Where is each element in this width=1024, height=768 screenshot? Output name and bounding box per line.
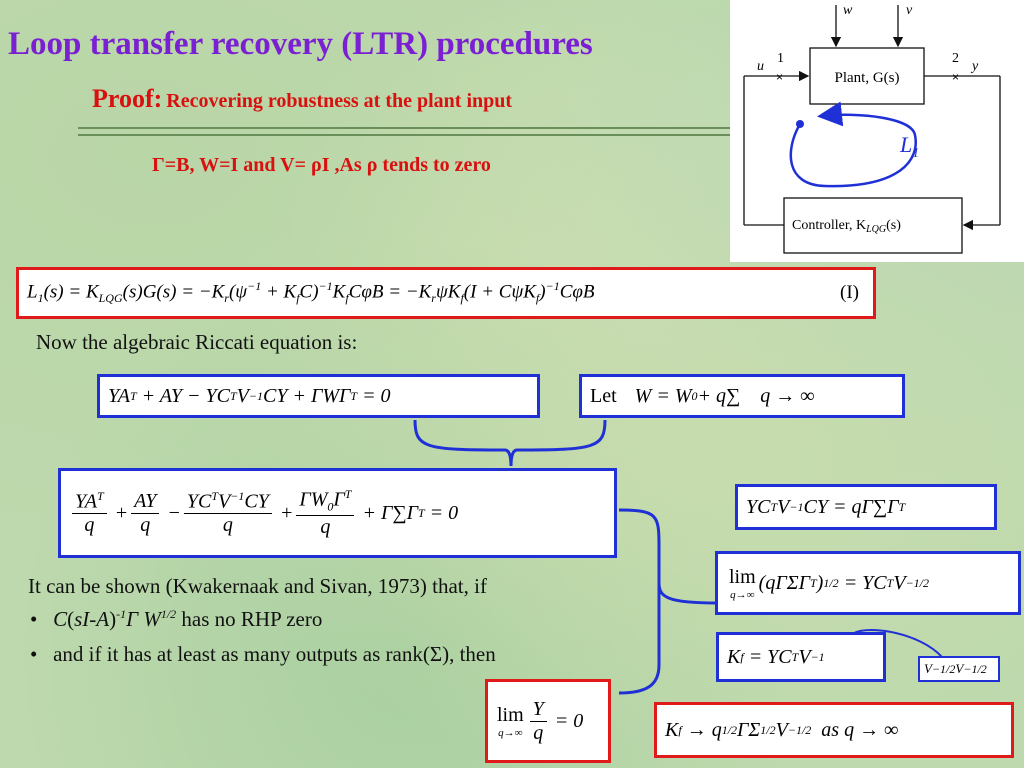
slide-title: Loop transfer recovery (LTR) procedures: [8, 26, 593, 62]
brace-connector: [413, 419, 607, 467]
input-v-label: v: [906, 3, 913, 18]
riccati-intro: Now the algebraic Riccati equation is:: [36, 330, 358, 354]
block-diagram-svg: Plant, G(s) w v u 1 × 2 × y Controller, …: [743, 3, 1001, 254]
input-w-label: w: [843, 3, 853, 18]
bullet-2: • and if it has at least as many outputs…: [30, 642, 496, 666]
plant-box: [809, 47, 925, 105]
shown-intro: It can be shown (Kwakernaak and Sivan, 1…: [28, 574, 487, 598]
point-1-label: 1: [777, 51, 784, 66]
loop-l1-label: L1: [899, 132, 919, 161]
bullet-2-text: and if it has at least as many outputs a…: [53, 642, 496, 666]
bullet-1: • C(sI-A)-1Γ W1/2 has no RHP zero: [30, 607, 323, 631]
subtitle-label: Proof:: [92, 84, 163, 113]
signal-y-label: y: [970, 59, 979, 74]
svg-text:×: ×: [952, 70, 959, 84]
loop-l1-dot: [796, 120, 804, 128]
point-2-label: 2: [952, 51, 959, 66]
loop-l1-curve: [789, 101, 917, 188]
v-connector: [853, 629, 943, 658]
equation-tag: (I): [840, 282, 859, 303]
bullet-1-text: has no RHP zero: [181, 607, 323, 631]
svg-text:×: ×: [776, 70, 783, 84]
signal-u-label: u: [757, 59, 764, 74]
block-diagram: Plant, G(s) w v u 1 × 2 × y Controller, …: [730, 0, 1024, 262]
condition-text: Γ=B, W=I and V= ρI ,As ρ tends to zero: [152, 154, 491, 176]
subtitle-text: Recovering robustness at the plant input: [166, 90, 513, 112]
bracket-connector: [618, 508, 718, 695]
plant-label: Plant, G(s): [835, 70, 900, 86]
title-divider: [78, 127, 730, 136]
loop-transfer-equation: L1(s) = KLQG(s)G(s) = −Kr(ψ−1 + KfC)−1Kf…: [16, 267, 876, 319]
controller-label: Controller, KLQG(s): [792, 218, 901, 235]
slide-subtitle: Proof: Recovering robustness at the plan…: [92, 84, 512, 114]
